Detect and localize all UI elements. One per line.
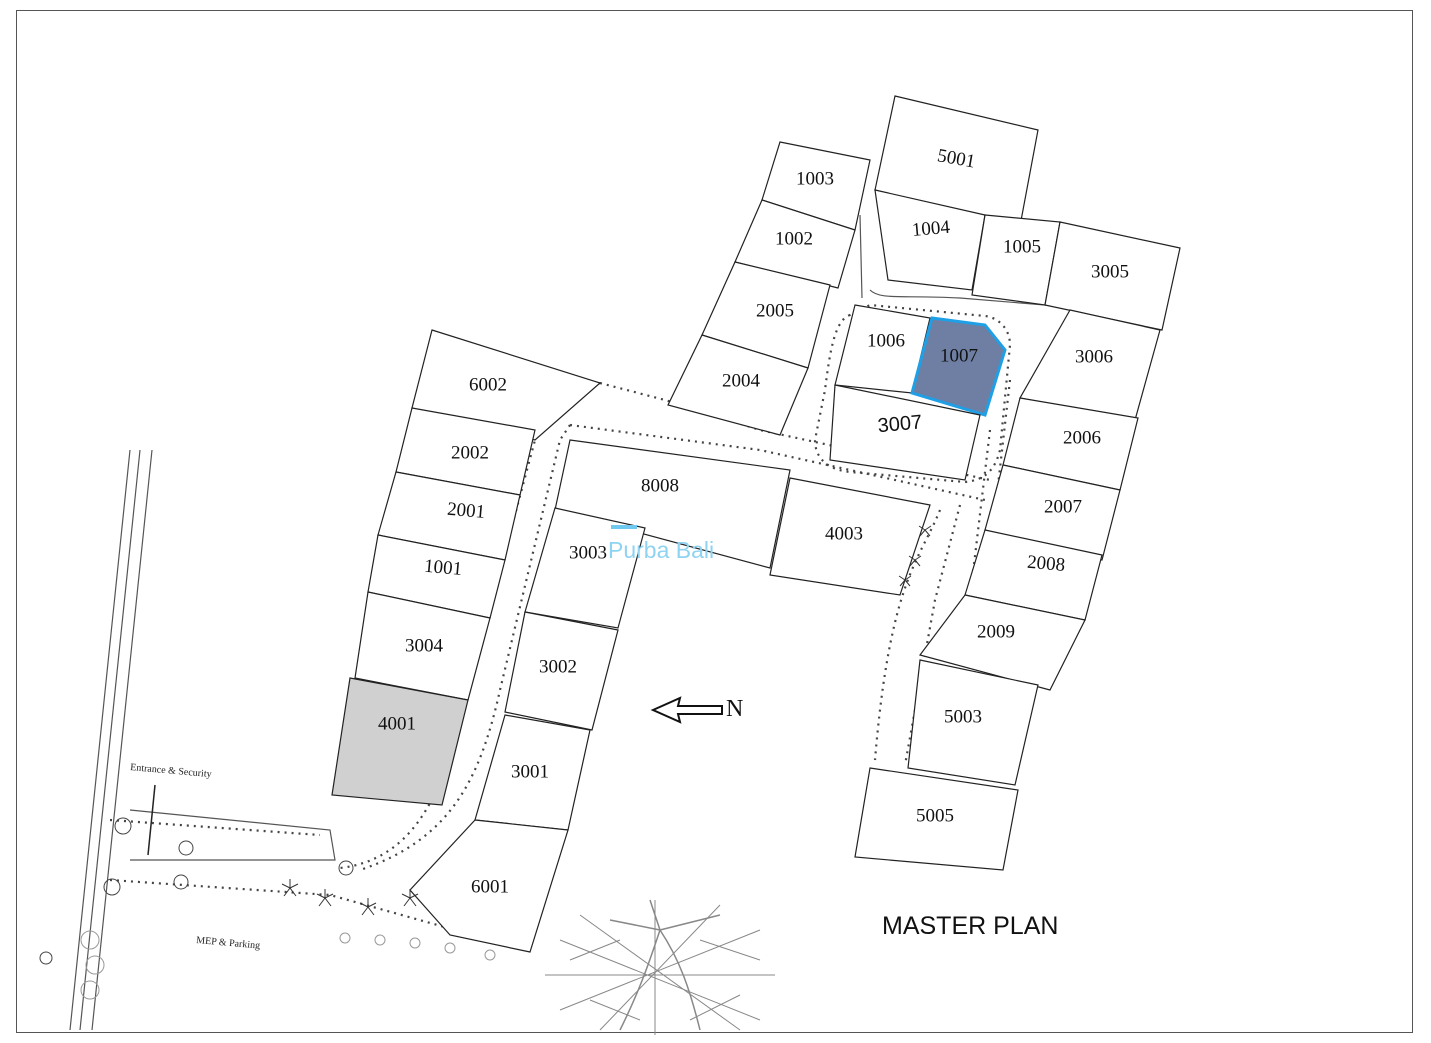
plot-4001[interactable] [331,677,469,806]
plot-3005[interactable] [1044,221,1181,331]
plot-8008[interactable] [554,439,791,569]
label-2007: 2007 [1044,496,1082,517]
label-2005: 2005 [756,300,794,321]
upper-road [859,214,1076,311]
label-3001: 3001 [511,761,549,782]
label-3005: 3005 [1091,261,1129,282]
label-5005: 5005 [916,805,954,826]
plot-5003[interactable] [907,659,1039,786]
label-1006: 1006 [867,330,905,351]
plot-6002[interactable] [411,329,602,441]
plot-2007[interactable] [984,464,1121,561]
plot-2009[interactable] [918,594,1086,691]
entrance-label: Entrance & Security [130,762,212,780]
label-2004: 2004 [722,370,761,391]
plot-1005[interactable] [971,214,1061,306]
label-1002: 1002 [775,228,813,249]
label-4003: 4003 [825,523,863,544]
label-3004: 3004 [405,635,444,656]
label-3006: 3006 [1075,346,1113,367]
label-2008: 2008 [1026,552,1066,576]
watermark: Purba Bali [608,537,714,563]
label-2002: 2002 [451,442,489,463]
label-3003: 3003 [569,542,607,563]
north-arrow: N [650,696,743,724]
north-label: N [726,696,743,722]
plot-1007[interactable] [910,316,1007,417]
label-8008: 8008 [641,475,679,496]
plot-3002[interactable] [504,611,619,731]
label-1005: 1005 [1003,236,1041,257]
plot-1002[interactable] [734,199,856,289]
label-2001: 2001 [446,499,486,523]
watermark-mark [611,525,637,529]
plan-title: MASTER PLAN [882,912,1058,940]
label-3007: 3007 [877,411,923,437]
parking-label: MEP & Parking [196,935,261,952]
label-6001: 6001 [471,876,509,897]
label-5003: 5003 [944,706,982,727]
label-1003: 1003 [796,168,834,189]
plot-6001[interactable] [409,819,569,953]
landscape-decor [39,525,932,1000]
plot-4003[interactable] [769,477,931,596]
label-4001: 4001 [378,713,416,734]
label-3002: 3002 [539,656,577,677]
plot-5005[interactable] [854,767,1019,871]
tree-sketch [545,899,775,1035]
label-6002: 6002 [469,374,507,395]
label-2009: 2009 [977,621,1015,642]
entrance-road [69,449,156,1031]
label-1007: 1007 [940,345,978,366]
plot-1004[interactable] [874,189,986,291]
plot-3003[interactable] [524,507,646,629]
plot-2004[interactable] [667,334,809,436]
label-2006: 2006 [1063,427,1101,448]
plot-3007[interactable] [829,384,981,481]
plots [331,95,1181,953]
plan-frame [16,10,1413,1033]
label-1004: 1004 [911,217,951,241]
label-1001: 1001 [423,556,463,580]
